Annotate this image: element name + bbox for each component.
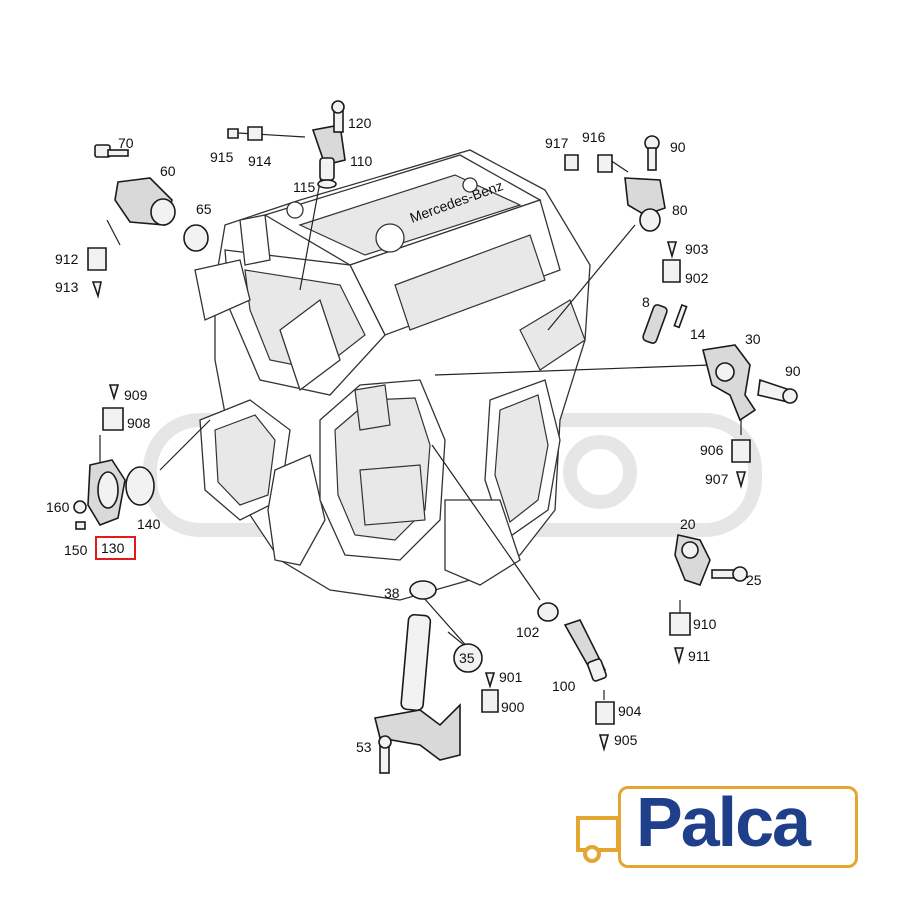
callout-30: 30 [745, 331, 761, 347]
sensor-100 [537, 602, 615, 752]
palca-logo: Palca [568, 783, 860, 870]
callout-102: 102 [516, 624, 540, 640]
callout-90-top: 90 [670, 139, 686, 155]
callout-80: 80 [672, 202, 688, 218]
callout-60: 60 [160, 163, 176, 179]
callout-911: 911 [688, 648, 711, 664]
callout-14: 14 [690, 326, 706, 342]
cam-sensor-110 [227, 100, 346, 189]
callout-160: 160 [46, 499, 70, 515]
callout-8: 8 [642, 294, 650, 310]
logo-text: Palca [636, 783, 811, 861]
callout-916: 916 [582, 129, 606, 145]
callout-910: 910 [693, 616, 717, 632]
sensor-80 [564, 135, 666, 232]
sensor-30 [702, 344, 798, 489]
callout-912: 912 [55, 251, 79, 267]
callout-906: 906 [700, 442, 724, 458]
callout-913: 913 [55, 279, 79, 295]
callout-25: 25 [746, 572, 762, 588]
callout-65: 65 [196, 201, 212, 217]
logo-frame [618, 786, 858, 868]
callout-100: 100 [552, 678, 576, 694]
knock-sensor-20 [669, 534, 748, 665]
callout-38: 38 [384, 585, 400, 601]
oil-sensor-35 [374, 580, 499, 774]
callout-900: 900 [501, 699, 525, 715]
callout-circle-35 [453, 643, 483, 673]
callout-70: 70 [118, 135, 134, 151]
callout-915: 915 [210, 149, 234, 165]
callout-110: 110 [350, 153, 373, 169]
callout-20: 20 [680, 516, 696, 532]
sensor-60 [87, 144, 209, 299]
engine-assembly [194, 149, 591, 601]
callout-labels: 120 110 115 915 914 70 60 65 912 913 917… [46, 115, 801, 755]
callout-115: 115 [293, 179, 316, 195]
callout-901: 901 [499, 669, 523, 685]
callout-905: 905 [614, 732, 638, 748]
callout-902: 902 [685, 270, 709, 286]
highlight-box-130 [95, 536, 136, 560]
callout-150: 150 [64, 542, 88, 558]
callout-140: 140 [137, 516, 161, 532]
callout-90-right: 90 [785, 363, 801, 379]
callout-904: 904 [618, 703, 642, 719]
callout-53: 53 [356, 739, 372, 755]
callout-903: 903 [685, 241, 709, 257]
callout-909: 909 [124, 387, 148, 403]
part-130-assembly [73, 384, 155, 530]
callout-907: 907 [705, 471, 729, 487]
callout-917: 917 [545, 135, 569, 151]
callout-130: 130 [101, 540, 125, 556]
callout-120: 120 [348, 115, 372, 131]
callout-914: 914 [248, 153, 272, 169]
callout-35: 35 [459, 650, 475, 666]
sensor-8 [642, 241, 688, 344]
callout-908: 908 [127, 415, 151, 431]
